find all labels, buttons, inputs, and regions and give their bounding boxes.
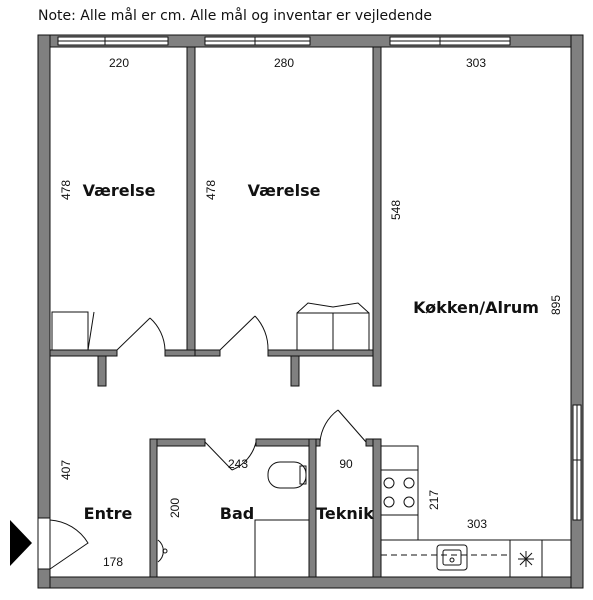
dim-kitchen-width-top: 303 bbox=[466, 56, 486, 70]
dim-kitchen-width-bottom: 303 bbox=[467, 517, 487, 531]
wall-exterior-left bbox=[37, 34, 51, 589]
appliance bbox=[509, 539, 543, 578]
wall-bedroom2-bottom-b bbox=[267, 349, 374, 357]
entry-arrow-icon bbox=[10, 520, 32, 566]
kitchen-counter bbox=[381, 445, 571, 541]
wall-bath-teknik bbox=[308, 438, 317, 578]
wall-stub-1 bbox=[97, 355, 107, 387]
windows bbox=[57, 36, 582, 521]
dim-entre-width: 178 bbox=[103, 555, 123, 569]
wall-stub-2 bbox=[290, 355, 300, 387]
dimension-labels: 220 280 303 478 478 548 895 407 178 243 … bbox=[59, 56, 563, 569]
shower-area bbox=[254, 519, 310, 578]
wall-between-bedrooms bbox=[186, 46, 196, 357]
room-label-vaerelse-1: Værelse bbox=[83, 181, 156, 200]
fixtures bbox=[51, 302, 571, 578]
wall-bath-top-a bbox=[149, 438, 206, 447]
wardrobe-bedroom2 bbox=[296, 302, 370, 351]
door-bedroom1 bbox=[116, 317, 166, 351]
wall-teknik-right bbox=[372, 438, 382, 578]
room-label-vaerelse-2: Værelse bbox=[248, 181, 321, 200]
wall-bedroom1-bottom-a bbox=[49, 349, 118, 357]
door-bedroom2 bbox=[219, 315, 269, 351]
wall-bath-left bbox=[149, 438, 158, 578]
dim-kitchen-depth-left: 548 bbox=[389, 200, 403, 220]
door-entrance bbox=[37, 517, 89, 570]
dim-kitchen-counter: 217 bbox=[427, 490, 441, 510]
wall-bedroom1-bottom-b bbox=[164, 349, 196, 357]
door-bath bbox=[204, 441, 257, 471]
room-label-entre: Entre bbox=[84, 504, 133, 523]
wall-exterior-bottom bbox=[37, 576, 584, 589]
doors bbox=[37, 315, 367, 570]
wall-bedroom2-bottom-a bbox=[194, 349, 221, 357]
dim-bad-depth: 200 bbox=[168, 498, 182, 518]
dim-v2-width: 280 bbox=[274, 56, 294, 70]
dim-v1-depth: 478 bbox=[59, 180, 73, 200]
door-teknik bbox=[319, 409, 367, 443]
dim-entre-depth: 407 bbox=[59, 460, 73, 480]
dim-kitchen-depth-right: 895 bbox=[549, 295, 563, 315]
room-labels: Værelse Værelse Køkken/Alrum Entre Bad T… bbox=[83, 181, 539, 523]
dim-v1-width: 220 bbox=[109, 56, 129, 70]
wardrobe-bedroom1 bbox=[51, 311, 95, 351]
kitchen-sink bbox=[436, 544, 468, 571]
hob bbox=[383, 477, 415, 508]
room-label-teknik: Teknik bbox=[316, 504, 374, 523]
toilet bbox=[267, 461, 307, 489]
room-label-bad: Bad bbox=[220, 504, 254, 523]
plan-note: Note: Alle mål er cm. Alle mål og invent… bbox=[38, 8, 433, 24]
walls bbox=[37, 34, 584, 589]
dim-v2-depth: 478 bbox=[204, 180, 218, 200]
room-label-kokken: Køkken/Alrum bbox=[413, 298, 539, 317]
bath-sink bbox=[157, 539, 168, 563]
dim-bad-width: 243 bbox=[228, 457, 248, 471]
wall-bedroom-kitchen bbox=[372, 46, 382, 387]
dim-teknik-width: 90 bbox=[339, 457, 353, 471]
